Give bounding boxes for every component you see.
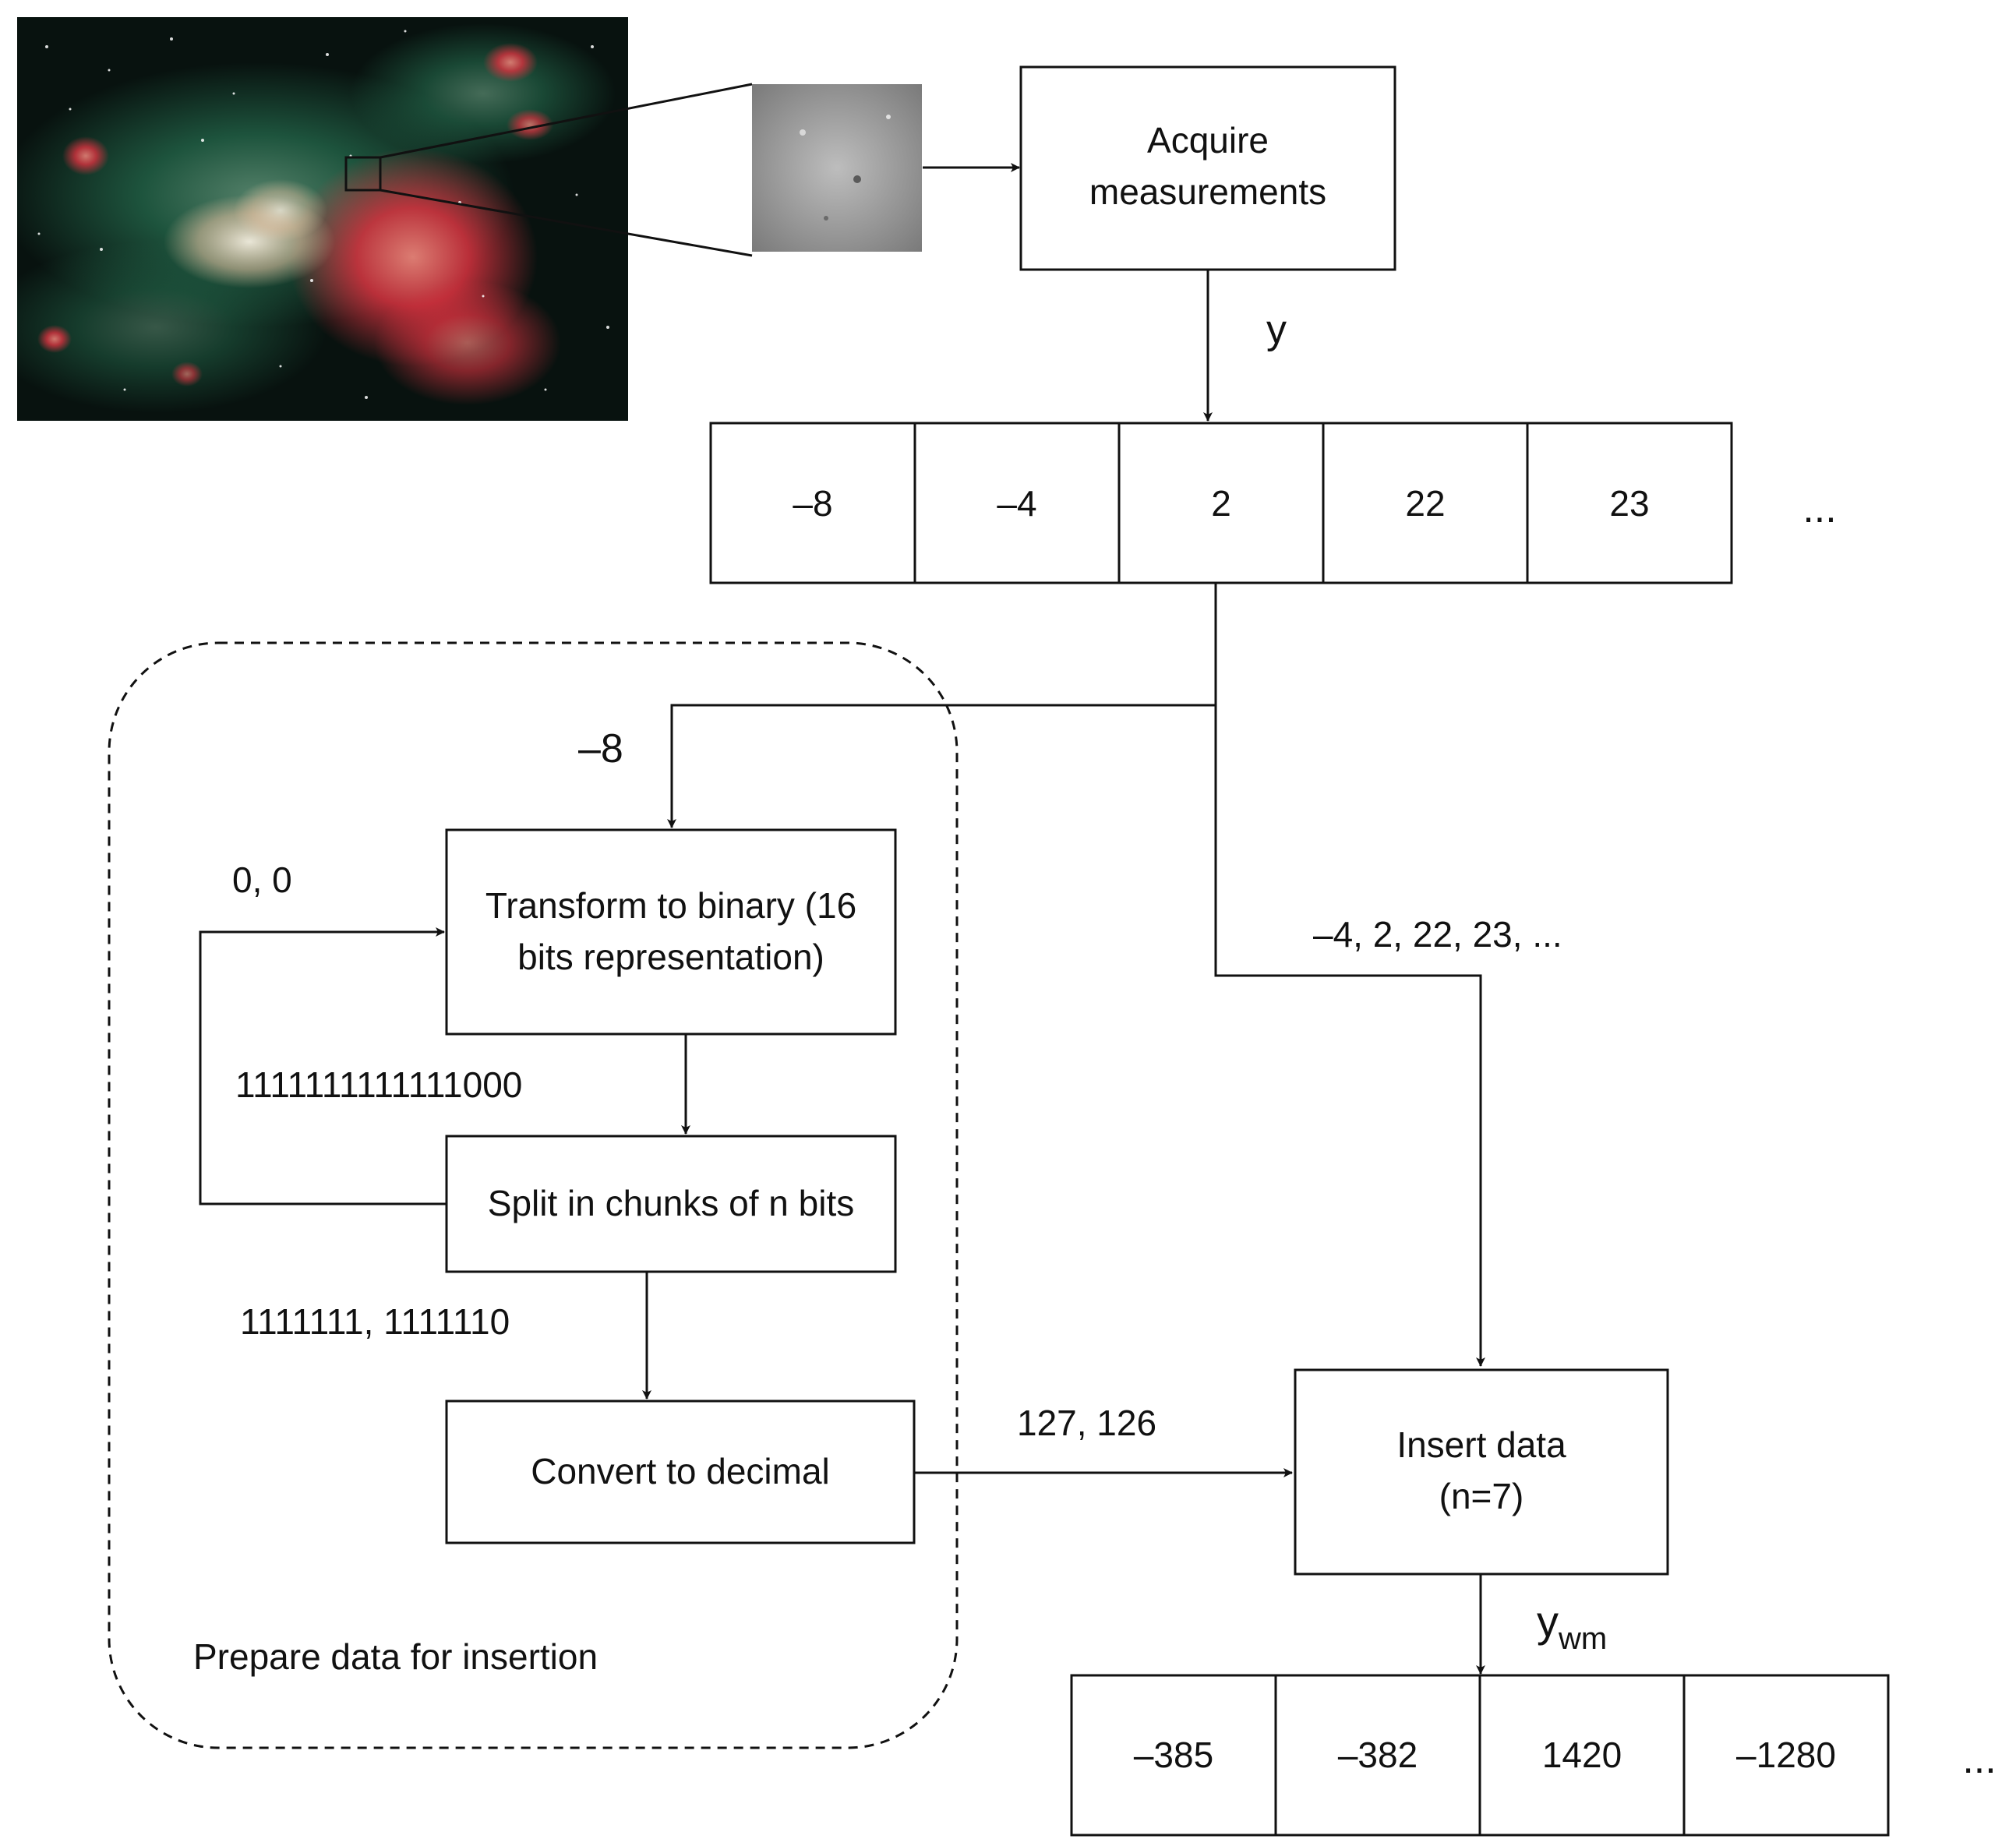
arrow-feedback-loop	[199, 927, 447, 1205]
feedback-label: 0, 0	[232, 859, 292, 900]
binary-label: 1111111111111000	[235, 1064, 522, 1105]
chunks-label: 1111111, 1111110	[240, 1301, 510, 1342]
insert-label-line1: Insert data	[1396, 1424, 1566, 1465]
acquire-label-line2: measurements	[1089, 171, 1326, 212]
svg-text:2: 2	[1211, 483, 1231, 524]
watermarked-cell: 1420	[1478, 1674, 1686, 1837]
svg-text:1420: 1420	[1542, 1735, 1622, 1775]
zoom-line-bottom	[380, 189, 753, 257]
svg-text:–1280: –1280	[1736, 1735, 1836, 1775]
svg-text:22: 22	[1405, 483, 1445, 524]
svg-text:–385: –385	[1134, 1735, 1213, 1775]
array-cell: 23	[1526, 422, 1733, 584]
svg-text:–4: –4	[997, 483, 1036, 524]
svg-text:–8: –8	[793, 483, 832, 524]
prepare-data-group	[108, 641, 959, 1749]
watermarked-ellipsis: ...	[1962, 1737, 1996, 1782]
nebula-image	[17, 17, 628, 421]
svg-text:23: 23	[1609, 483, 1649, 524]
watermarked-cell: –385	[1070, 1674, 1277, 1837]
decimals-label: 127, 126	[1017, 1403, 1156, 1443]
transform-label-line1: Transform to binary (16	[485, 885, 856, 926]
watermarked-array: –385 –382 1420 –1280 ...	[1070, 1674, 1997, 1837]
convert-label: Convert to decimal	[531, 1451, 830, 1491]
split-label: Split in chunks of n bits	[488, 1183, 854, 1223]
acquire-label-line1: Acquire	[1147, 120, 1269, 161]
y-label: y	[1266, 307, 1287, 352]
convert-decimal-box: Convert to decimal	[445, 1400, 916, 1544]
first-value-label: –8	[578, 726, 623, 771]
remaining-values-label: –4, 2, 22, 23, ...	[1313, 914, 1562, 955]
array-cell: –8	[709, 422, 916, 584]
array-cell: 2	[1117, 422, 1325, 584]
zoom-line-top	[380, 83, 753, 159]
array-ellipsis: ...	[1802, 486, 1836, 531]
measurement-array: –8 –4 2 22 23 ...	[709, 422, 1837, 584]
insert-label-line2: (n=7)	[1439, 1476, 1524, 1516]
array-cell: –4	[913, 422, 1121, 584]
arrow-first-value	[667, 583, 1217, 828]
grayscale-crop	[752, 84, 922, 252]
arrow-remaining-values	[1214, 705, 1485, 1367]
group-label: Prepare data for insertion	[193, 1636, 598, 1677]
split-chunks-box: Split in chunks of n bits	[445, 1135, 897, 1273]
watermarked-cell: –382	[1274, 1674, 1481, 1837]
transform-binary-box: Transform to binary (16 bits representat…	[445, 828, 897, 1036]
ywm-label: ywm	[1537, 1597, 1607, 1656]
watermarked-cell: –1280	[1682, 1674, 1890, 1837]
acquire-measurements-box: Acquire measurements	[1019, 65, 1396, 271]
svg-text:–382: –382	[1338, 1735, 1418, 1775]
array-cell: 22	[1322, 422, 1529, 584]
transform-label-line2: bits representation)	[517, 937, 824, 977]
insert-data-box: Insert data (n=7)	[1294, 1368, 1669, 1576]
